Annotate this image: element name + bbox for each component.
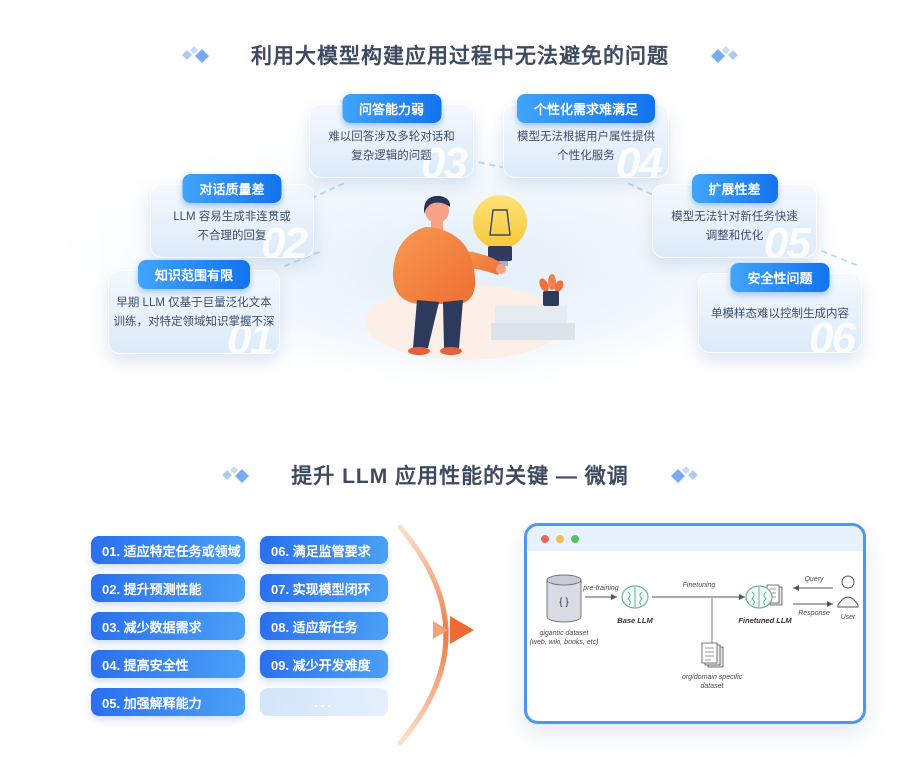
dataset-symbol: { } [559,597,569,608]
card-title-badge: 对话质量差 [182,174,282,203]
base-llm-brain-icon [621,585,649,609]
benefit-list: 01. 适应特定任务或领域 02. 提升预测性能 03. 减少数据需求 04. … [91,536,388,716]
finetuned-llm-icon [745,584,783,609]
card-title-badge: 个性化需求难满足 [516,94,656,123]
card-description: 早期 LLM 仅基于巨量泛化文本 训练，对特定领域知识掌握不深 [108,270,280,338]
dataset-caption-line1: gigantic dataset [539,630,589,637]
card-description: 模型无法针对新任务快速 调整和优化 [652,184,817,252]
card-description: 难以回答涉及多轮对话和 复杂逻辑的问题 [309,104,474,172]
card-line1: 难以回答涉及多轮对话和 [328,131,455,143]
big-arrow-icon [450,616,474,644]
card-line2: 训练，对特定领域知识掌握不深 [113,315,275,328]
benefit-item-05: 05. 加强解释能力 [91,688,245,716]
card-description: 单模样态难以控制生成内容 [698,273,862,330]
base-llm-label: Base LLM [617,616,653,625]
dataset-caption-line2: (web, wiki, books, etc) [530,639,599,646]
card-number-layer: 05 [652,184,817,259]
browser-titlebar [527,526,863,551]
finetuning-flow-diagram: { } gigantic dataset (web, wiki, books, … [530,574,859,690]
card-number: 02 [261,219,308,259]
section1-title-row: 利用大模型构建应用过程中无法避免的问题 [0,40,920,70]
window-close-icon [541,534,549,543]
pretraining-label: pre-training [582,585,619,592]
browser-window: { } gigantic dataset (web, wiki, books, … [524,523,866,724]
orange-arc-arrows [397,524,474,746]
card-line1: 单模样态难以控制生成内容 [711,308,849,320]
problem-card-03: 03 问答能力弱 难以回答涉及多轮对话和 复杂逻辑的问题 [309,94,474,179]
finetuned-llm-label: Finetuned LLM [738,616,792,625]
card-number: 05 [764,219,811,259]
query-label: Query [804,576,824,583]
user-icon [837,575,859,608]
card-number: 01 [227,315,274,355]
card-title-badge: 扩展性差 [691,174,778,203]
section2-title-row: 提升 LLM 应用性能的关键 — 微调 [0,460,920,490]
card-title: 安全性问题 [747,271,813,286]
card-number-layer: 03 [309,104,474,179]
card-title-badge: 知识范围有限 [137,260,251,289]
finetuning-label: Finetuning [683,582,716,589]
benefit-item-02: 02. 提升预测性能 [91,574,245,602]
card-line1: LLM 容易生成非连贯或 [173,211,291,223]
card-title: 对话质量差 [199,182,265,197]
card-description: LLM 容易生成非连贯或 不合理的回复 [150,184,314,252]
diamond-decoration-icon [182,46,209,63]
problem-card-06: 06 安全性问题 单模样态难以控制生成内容 [698,263,862,354]
card-line1: 模型无法根据用户属性提供 [517,131,655,143]
benefit-item-06: 06. 满足监管要求 [260,536,388,564]
card-number-layer: 04 [503,104,669,179]
card-number-layer: 01 [108,270,280,355]
card-number-layer: 06 [698,273,862,354]
card-number: 03 [421,139,468,179]
diamond-decoration-icon [670,466,698,483]
dataset-cylinder-icon: { } [546,574,582,623]
card-line1: 早期 LLM 仅基于巨量泛化文本 [116,297,272,309]
card-number-layer: 02 [150,184,314,259]
card-title-badge: 问答能力弱 [341,94,442,123]
benefit-item-08: 08. 适应新任务 [260,612,388,640]
card-line2: 不合理的回复 [197,229,267,242]
card-line2: 个性化服务 [557,149,615,162]
domain-dataset-docs-icon [701,642,724,668]
domain-caption-line2: dataset [701,683,725,690]
card-number: 06 [809,314,856,354]
problem-card-02: 02 对话质量差 LLM 容易生成非连贯或 不合理的回复 [150,174,314,259]
problem-card-01: 01 知识范围有限 早期 LLM 仅基于巨量泛化文本 训练，对特定领域知识掌握不… [108,260,280,355]
benefit-item-07: 07. 实现模型闭环 [260,574,388,602]
card-line1: 模型无法针对新任务快速 [671,211,798,223]
card-title: 问答能力弱 [358,102,425,117]
problem-card-05: 05 扩展性差 模型无法针对新任务快速 调整和优化 [652,174,817,259]
window-maximize-icon [571,534,579,543]
diamond-decoration-icon [222,466,250,483]
diamond-decoration-icon [711,46,738,63]
card-title: 知识范围有限 [154,268,234,283]
card-title-badge: 安全性问题 [730,263,830,292]
window-minimize-icon [556,534,564,543]
person-figure [392,195,506,355]
card-line2: 复杂逻辑的问题 [351,149,432,162]
benefit-item-04: 04. 提高安全性 [91,650,245,678]
user-label: User [841,614,856,621]
small-arrow-icon [433,621,448,639]
card-description: 模型无法根据用户属性提供 个性化服务 [503,104,669,172]
plant-icon [539,274,564,306]
domain-caption-line1: org/domain specific [682,674,743,681]
response-label: Response [798,610,830,617]
card-title: 扩展性差 [708,182,761,197]
step-lower [491,323,575,340]
section1-title: 利用大模型构建应用过程中无法避免的问题 [251,45,669,68]
benefit-item-09: 09. 减少开发难度 [260,650,388,678]
problem-card-04: 04 个性化需求难满足 模型无法根据用户属性提供 个性化服务 [503,94,669,179]
card-number: 04 [616,139,663,179]
card-title: 个性化需求难满足 [533,102,639,117]
man-with-lightbulb-illustration [365,195,575,360]
benefit-item-01: 01. 适应特定任务或领域 [91,536,245,564]
benefit-item-more: ... [260,688,388,716]
step-upper [495,306,567,323]
card-line2: 调整和优化 [705,229,764,242]
benefit-item-03: 03. 减少数据需求 [91,612,245,640]
section2-title: 提升 LLM 应用性能的关键 — 微调 [291,465,629,488]
